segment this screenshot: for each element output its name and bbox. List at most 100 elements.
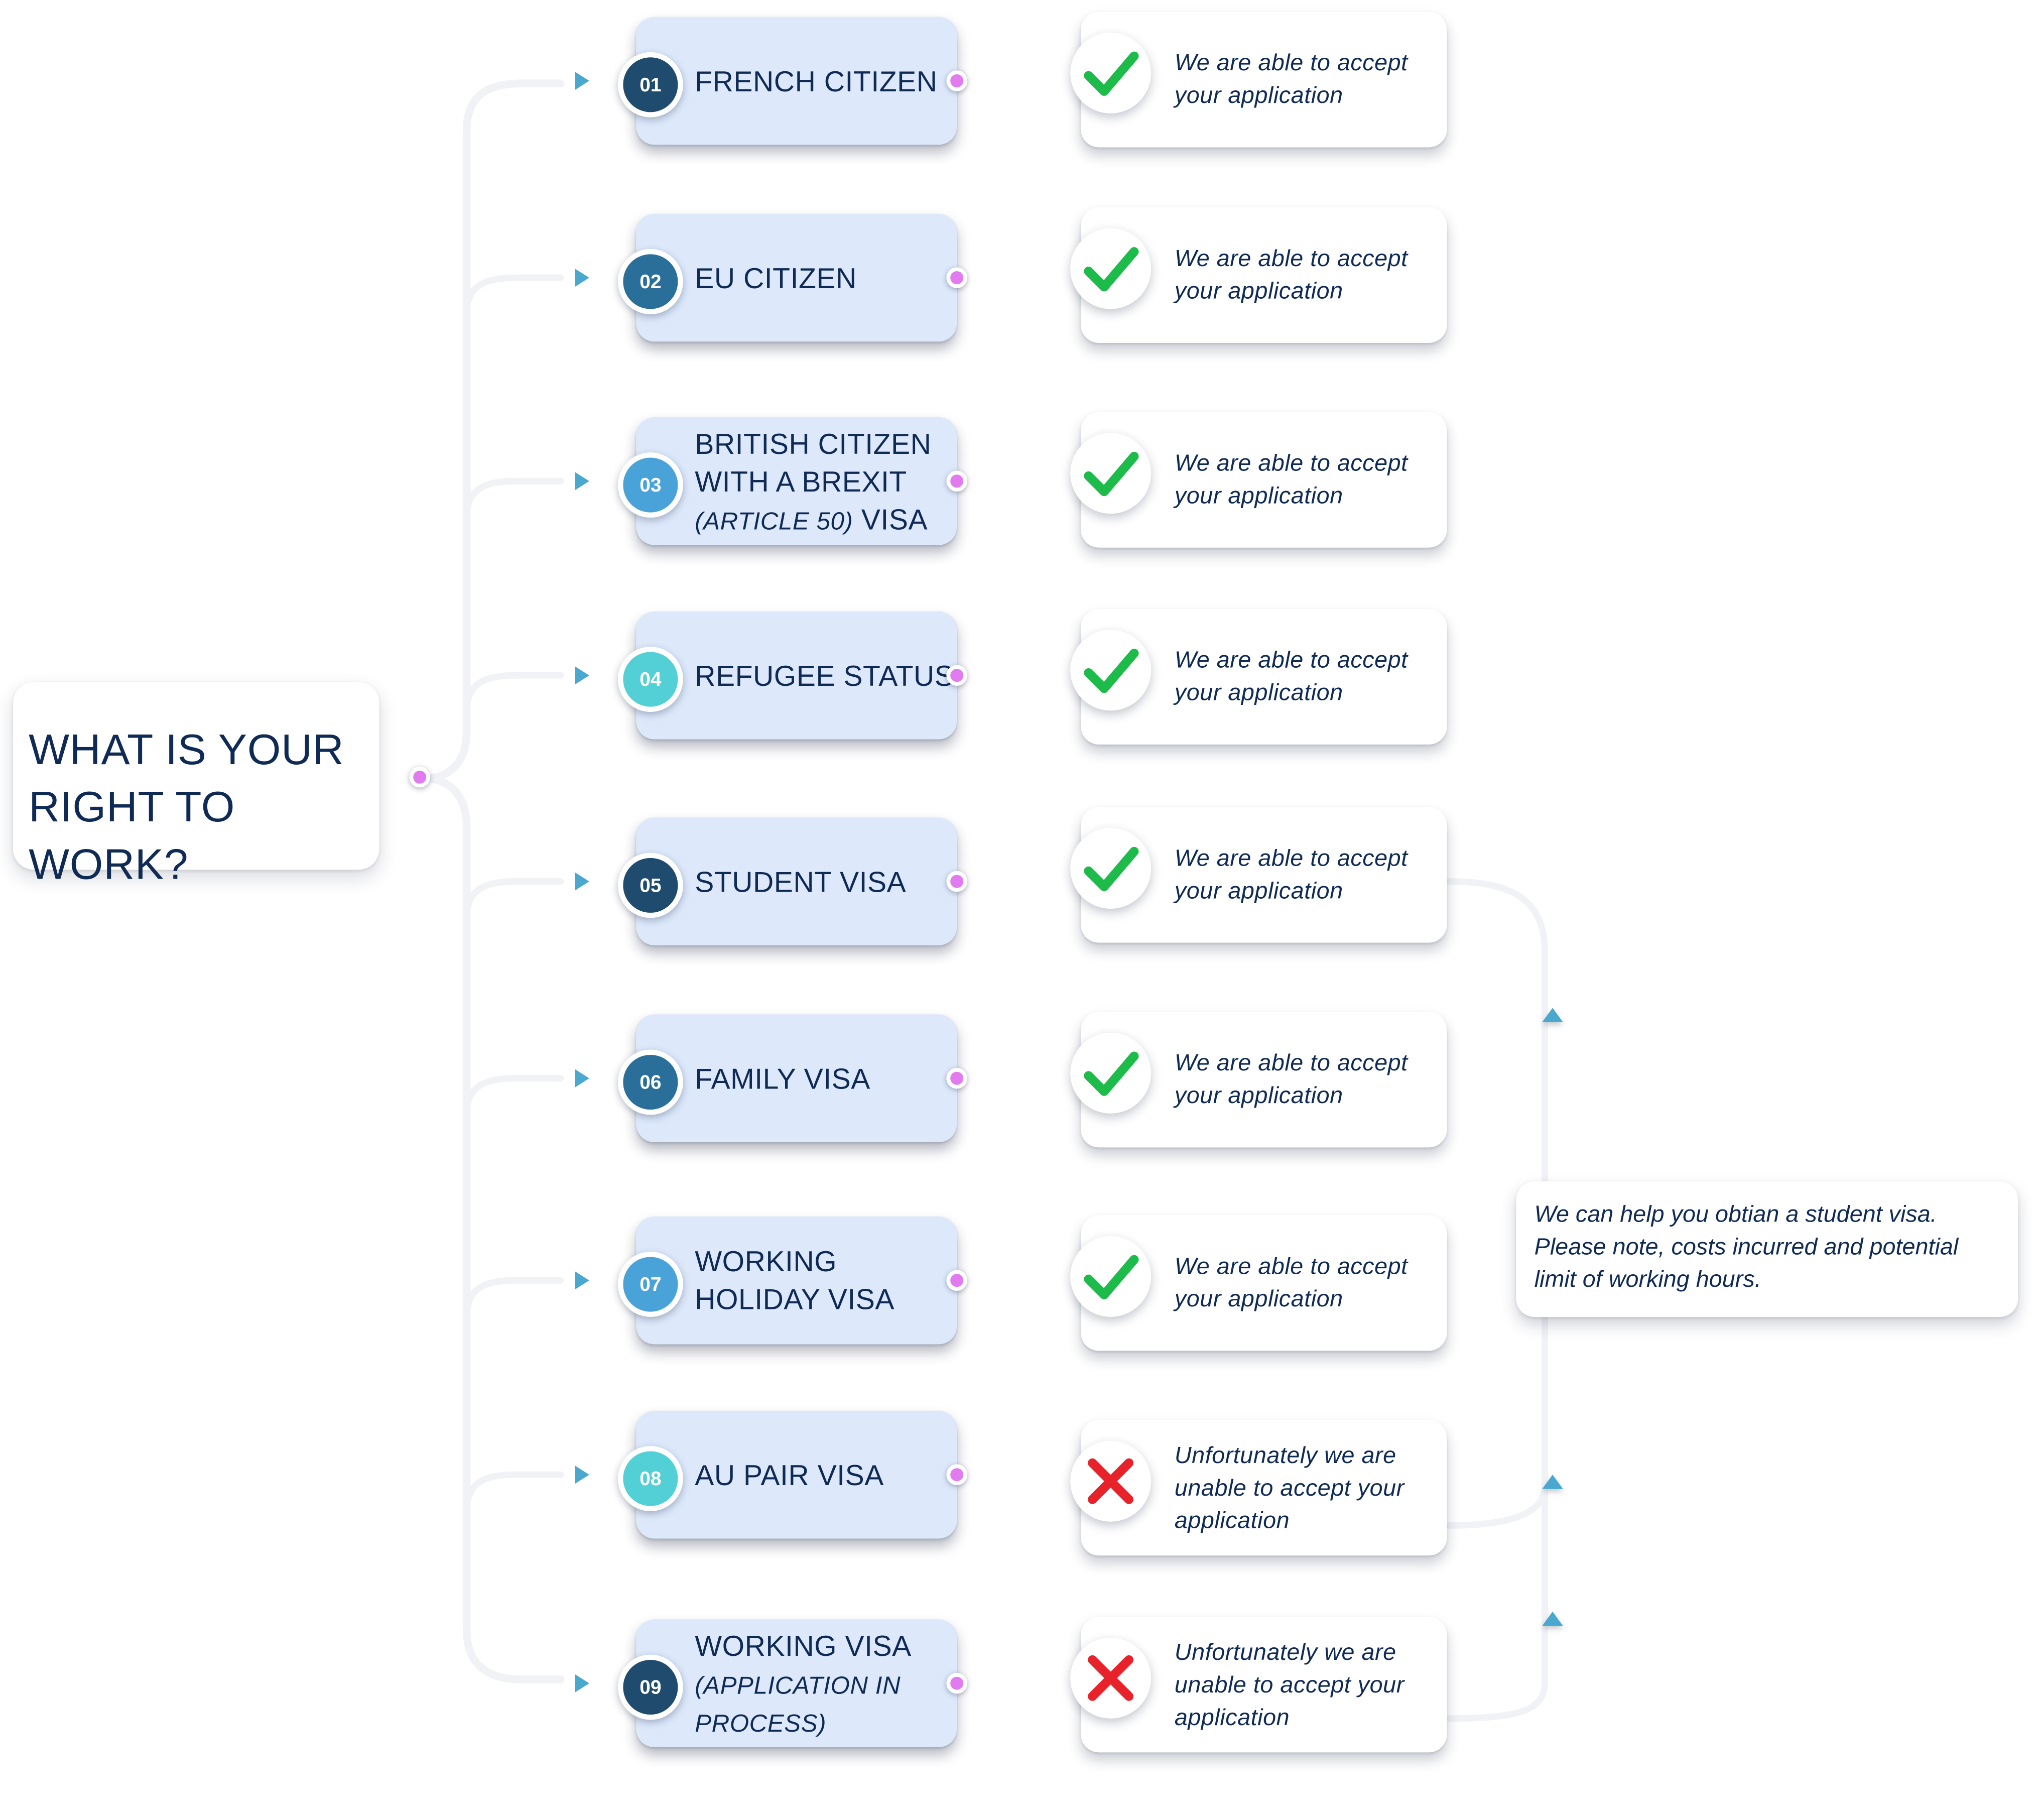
- check-icon: [1070, 433, 1152, 514]
- connector-path: [463, 1471, 564, 1515]
- option-connector-dot: [946, 1270, 967, 1291]
- result-card-accept: We are able to accept your application: [1070, 609, 1447, 745]
- option-connector-dot: [946, 470, 967, 492]
- option-card-05[interactable]: 05 STUDENT VISA: [617, 817, 957, 945]
- arrow-right-icon: [575, 1069, 589, 1087]
- cross-icon: [1070, 1637, 1152, 1719]
- option-number-badge: 02: [617, 249, 683, 314]
- connector-path: [1446, 878, 1548, 1722]
- option-label-line: WITH A BREXIT: [695, 462, 944, 500]
- check-icon: [1070, 1236, 1152, 1317]
- option-label-line: (APPLICATION IN: [695, 1664, 944, 1702]
- option-label-italic: (ARTICLE 50): [695, 508, 853, 536]
- question-line-1: WHAT IS YOUR: [29, 724, 344, 774]
- arrow-right-icon: [575, 666, 589, 685]
- question-line-2: RIGHT TO WORK?: [29, 782, 235, 888]
- option-label: WORKING VISA (APPLICATION IN PROCESS): [695, 1619, 944, 1747]
- result-card-accept: We are able to accept your application: [1070, 412, 1447, 548]
- result-card-accept: We are able to accept your application: [1070, 807, 1447, 943]
- up-arrow-icon: [1542, 1475, 1563, 1489]
- option-label: EU CITIZEN: [695, 214, 944, 342]
- option-card-02[interactable]: 02 EU CITIZEN: [617, 213, 957, 342]
- option-connector-dot: [946, 267, 967, 288]
- result-text: We are able to accept your application: [1174, 1253, 1408, 1312]
- arrow-right-icon: [575, 1271, 589, 1290]
- option-label-text: HOLIDAY VISA: [695, 1283, 895, 1316]
- result-text: Unfortunately we are unable to accept yo…: [1174, 1441, 1404, 1533]
- option-number-badge: 07: [617, 1252, 683, 1317]
- option-label-text: VISA: [853, 503, 928, 536]
- option-connector-dot: [946, 70, 967, 91]
- option-connector-dot: [946, 1067, 967, 1089]
- student-visa-note: We can help you obtian a student visa. P…: [1516, 1181, 2018, 1317]
- result-text: We are able to accept your application: [1174, 449, 1408, 509]
- option-label-line: REFUGEE STATUS: [695, 657, 954, 694]
- result-card-accept: We are able to accept your application: [1070, 1012, 1447, 1148]
- option-connector-dot: [946, 871, 967, 892]
- question-connector-dot: [409, 767, 431, 788]
- option-label-text: BRITISH CITIZEN: [695, 427, 932, 460]
- option-number-badge: 04: [617, 647, 683, 712]
- option-label-line: EU CITIZEN: [695, 259, 944, 297]
- option-label-line: (ARTICLE 50) VISA: [695, 500, 944, 538]
- up-arrow-icon: [1542, 1611, 1563, 1626]
- result-text: We are able to accept your application: [1174, 844, 1408, 904]
- option-card-09[interactable]: 09 WORKING VISA (APPLICATION IN PROCESS): [617, 1619, 957, 1747]
- option-label-line: PROCESS): [695, 1702, 944, 1740]
- result-text: We are able to accept your application: [1174, 1049, 1408, 1109]
- result-card-accept: We are able to accept your application: [1070, 207, 1447, 343]
- option-label: FRENCH CITIZEN: [695, 17, 944, 145]
- arrow-right-icon: [575, 1466, 589, 1484]
- connector-path: [463, 672, 564, 715]
- result-card-reject: Unfortunately we are unable to accept yo…: [1070, 1420, 1447, 1556]
- option-label-line: WORKING VISA: [695, 1627, 944, 1664]
- option-label-line: BRITISH CITIZEN: [695, 424, 944, 462]
- connector-path: [463, 274, 564, 318]
- option-number-badge: 09: [617, 1654, 683, 1720]
- option-label-italic: (APPLICATION IN: [695, 1672, 901, 1700]
- option-label-text: WITH A BREXIT: [695, 464, 907, 498]
- arrow-right-icon: [575, 71, 589, 90]
- option-connector-dot: [946, 1672, 967, 1694]
- option-card-04[interactable]: 04 REFUGEE STATUS: [617, 611, 957, 740]
- result-card-accept: We are able to accept your application: [1070, 1215, 1447, 1351]
- option-label-text: FRENCH CITIZEN: [695, 64, 938, 97]
- option-label-italic: PROCESS): [695, 1710, 827, 1738]
- option-label-line: FAMILY VISA: [695, 1059, 944, 1097]
- option-label-text: STUDENT VISA: [695, 865, 907, 898]
- option-connector-dot: [946, 665, 967, 686]
- option-label-text: WORKING VISA: [695, 1629, 912, 1662]
- connector-path: [463, 1277, 564, 1320]
- option-card-08[interactable]: 08 AU PAIR VISA: [617, 1410, 957, 1539]
- note-text: We can help you obtian a student visa. P…: [1534, 1200, 1959, 1292]
- check-icon: [1070, 828, 1152, 909]
- arrow-right-icon: [575, 872, 589, 891]
- option-label-text: AU PAIR VISA: [695, 1458, 884, 1491]
- option-label-line: FRENCH CITIZEN: [695, 62, 944, 99]
- up-arrow-icon: [1542, 1008, 1563, 1023]
- option-connector-dot: [946, 1464, 967, 1485]
- check-icon: [1070, 32, 1152, 113]
- option-number-badge: 05: [617, 853, 683, 918]
- result-text: We are able to accept your application: [1174, 49, 1408, 108]
- check-icon: [1070, 630, 1152, 711]
- option-label-text: REFUGEE STATUS: [695, 659, 954, 692]
- option-label-line: HOLIDAY VISA: [695, 1280, 944, 1318]
- connector-path: [463, 477, 564, 521]
- arrow-right-icon: [575, 1674, 589, 1692]
- check-icon: [1070, 1032, 1152, 1114]
- option-label: STUDENT VISA: [695, 817, 944, 945]
- question-title: WHAT IS YOUR RIGHT TO WORK?: [29, 721, 379, 893]
- connector-path: [420, 79, 565, 783]
- arrow-right-icon: [575, 268, 589, 287]
- option-label: AU PAIR VISA: [695, 1411, 944, 1539]
- option-number-badge: 08: [617, 1446, 683, 1511]
- check-icon: [1070, 228, 1152, 309]
